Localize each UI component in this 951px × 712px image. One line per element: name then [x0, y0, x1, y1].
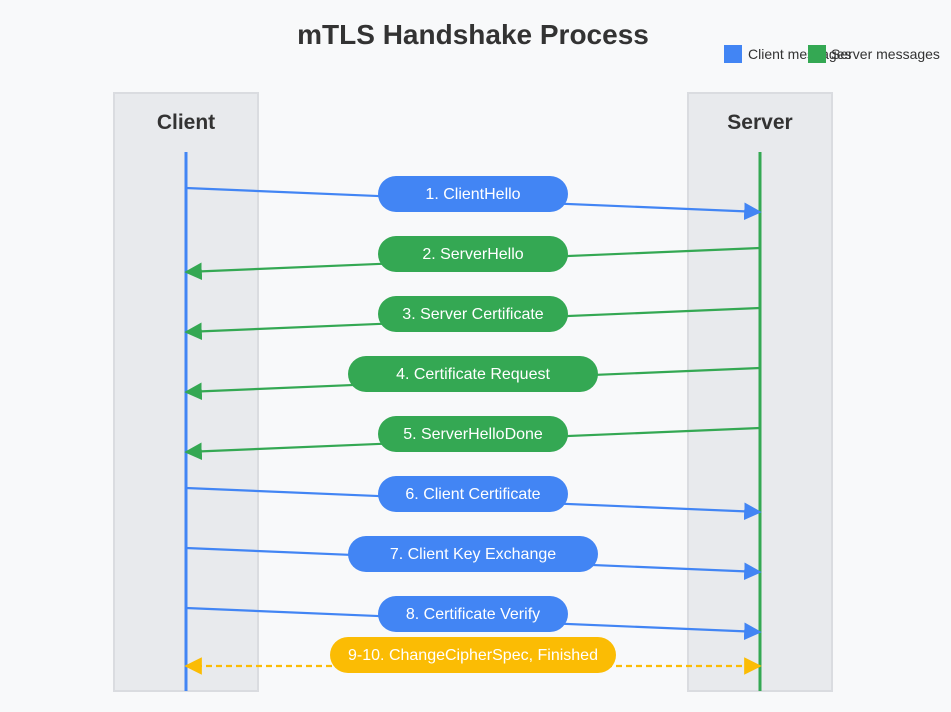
message-4: 4. Certificate Request — [184, 356, 761, 401]
message-3: 3. Server Certificate — [184, 296, 761, 341]
legend-label-server: Server messages — [831, 46, 940, 62]
diagram-title: mTLS Handshake Process — [297, 19, 649, 50]
messages: 1. ClientHello 2. ServerHello 3. Server Ce… — [184, 176, 762, 675]
message-label: 5. ServerHelloDone — [403, 426, 543, 443]
message-9: 9-10. ChangeCipherSpec, Finished — [184, 637, 762, 675]
message-label-pill — [378, 476, 568, 512]
message-label-pill — [378, 236, 568, 272]
message-label: 3. Server Certificate — [402, 306, 543, 323]
message-1: 1. ClientHello — [185, 176, 762, 221]
message-label-pill — [330, 637, 616, 673]
message-8: 8. Certificate Verify — [185, 596, 762, 641]
message-label-pill — [348, 536, 598, 572]
message-7: 7. Client Key Exchange — [185, 536, 762, 581]
message-5: 5. ServerHelloDone — [184, 416, 761, 461]
message-label: 8. Certificate Verify — [406, 606, 540, 623]
legend-swatch-client — [724, 45, 742, 63]
message-label: 9-10. ChangeCipherSpec, Finished — [348, 647, 598, 664]
message-label-pill — [378, 176, 568, 212]
message-label-pill — [378, 296, 568, 332]
server-lane: Server — [687, 92, 833, 692]
legend: Client messages Server messages — [724, 45, 940, 63]
message-2: 2. ServerHello — [184, 236, 761, 281]
client-lane-label: Client — [157, 111, 215, 134]
server-lane-label: Server — [727, 111, 792, 134]
message-label: 1. ClientHello — [425, 186, 520, 203]
message-label: 6. Client Certificate — [405, 486, 540, 503]
message-label: 2. ServerHello — [422, 246, 523, 263]
message-label-pill — [378, 416, 568, 452]
legend-swatch-server — [808, 45, 826, 63]
message-label-pill — [348, 356, 598, 392]
message-label: 4. Certificate Request — [396, 366, 550, 383]
message-label-pill — [378, 596, 568, 632]
message-label: 7. Client Key Exchange — [390, 546, 556, 563]
message-6: 6. Client Certificate — [185, 476, 762, 521]
